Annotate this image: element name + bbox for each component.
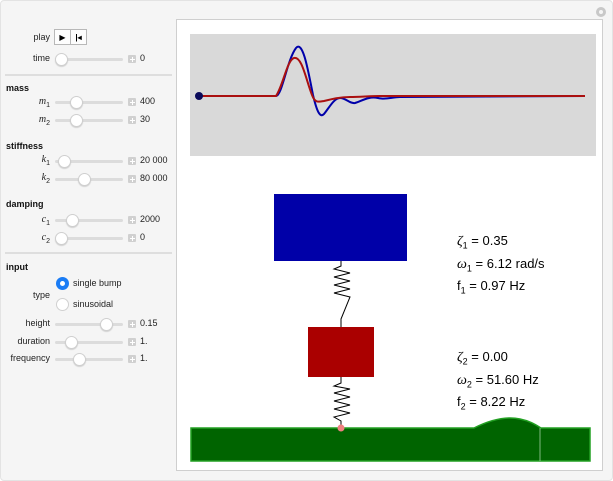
- m2-value: 30: [140, 114, 151, 124]
- reset-button[interactable]: |◂: [71, 29, 87, 45]
- k2-slider[interactable]: [55, 173, 123, 186]
- time-label: time: [32, 53, 50, 63]
- k2-slider-thumb[interactable]: [78, 173, 91, 186]
- tire-contact: [337, 424, 345, 432]
- k1-slider-thumb[interactable]: [58, 155, 71, 168]
- type-label: type: [32, 290, 50, 300]
- play-controls: ▶ |◂: [54, 29, 87, 45]
- road-surface: [190, 417, 591, 462]
- time-marker: [195, 92, 203, 100]
- f1-readout: f1 = 0.97 Hz: [457, 278, 526, 296]
- c2-slider[interactable]: [55, 232, 123, 245]
- c1-value: 2000: [140, 214, 161, 224]
- height-label: height: [25, 318, 50, 328]
- m1-expand-icon[interactable]: [128, 98, 136, 106]
- zeta2-readout: ζ2 = 0.00: [457, 349, 508, 367]
- play-button[interactable]: ▶: [54, 29, 71, 45]
- spring2: [332, 377, 351, 427]
- omega1-readout: ω1 = 6.12 rad/s: [457, 255, 545, 274]
- m2-slider[interactable]: [55, 114, 123, 127]
- radio-sinusoidal-label[interactable]: sinusoidal: [73, 299, 114, 309]
- time-slider[interactable]: [55, 53, 123, 66]
- k2-value: 80 000: [140, 173, 168, 183]
- time-value: 0: [140, 53, 146, 63]
- k1-expand-icon[interactable]: [128, 157, 136, 165]
- mode1-info: ζ1 = 0.35 ω1 = 6.12 rad/s f1 = 0.97 Hz: [457, 232, 545, 300]
- height-slider[interactable]: [55, 318, 123, 331]
- frequency-label: frequency: [10, 353, 50, 363]
- k1-label: k1: [41, 154, 50, 167]
- radio-sinusoidal[interactable]: [56, 298, 69, 311]
- height-expand-icon[interactable]: [128, 320, 136, 328]
- divider: [5, 74, 172, 76]
- c2-slider-thumb[interactable]: [55, 232, 68, 245]
- play-label: play: [33, 32, 50, 42]
- omega2-readout: ω2 = 51.60 Hz: [457, 371, 539, 390]
- mass1-block: [274, 194, 407, 261]
- time-expand-icon[interactable]: [128, 55, 136, 63]
- trace-mass2: [200, 57, 585, 103]
- k1-value: 20 000: [140, 155, 168, 165]
- c1-label: c1: [41, 214, 50, 227]
- play-icon: ▶: [59, 32, 66, 42]
- m1-slider-thumb[interactable]: [70, 96, 83, 109]
- m2-label: m2: [38, 114, 50, 127]
- frequency-value: 1.: [140, 353, 148, 363]
- trace-mass1: [200, 45, 586, 117]
- m2-expand-icon[interactable]: [128, 116, 136, 124]
- mass-heading: mass: [6, 83, 30, 93]
- m2-slider-thumb[interactable]: [70, 114, 83, 127]
- duration-label: duration: [17, 336, 50, 346]
- step-back-icon: |◂: [75, 32, 82, 42]
- k2-label: k2: [41, 172, 50, 185]
- mass2-block: [308, 327, 374, 377]
- stiffness-heading: stiffness: [6, 141, 44, 151]
- zeta1-readout: ζ1 = 0.35: [457, 233, 508, 251]
- c1-slider-thumb[interactable]: [66, 214, 79, 227]
- height-value: 0.15: [140, 318, 158, 328]
- divider: [5, 252, 172, 254]
- c1-expand-icon[interactable]: [128, 216, 136, 224]
- m1-value: 400: [140, 96, 156, 106]
- control-panel: play ▶ |◂ time 0 mass m1 400 m2 30 stiff…: [0, 0, 176, 481]
- k1-slider[interactable]: [55, 155, 123, 168]
- height-slider-thumb[interactable]: [100, 318, 113, 331]
- c2-label: c2: [41, 232, 50, 245]
- duration-value: 1.: [140, 336, 148, 346]
- c2-expand-icon[interactable]: [128, 234, 136, 242]
- frequency-slider[interactable]: [55, 353, 123, 366]
- damping-heading: damping: [6, 199, 44, 209]
- duration-slider-thumb[interactable]: [65, 336, 78, 349]
- duration-expand-icon[interactable]: [128, 338, 136, 346]
- m1-slider[interactable]: [55, 96, 123, 109]
- duration-slider[interactable]: [55, 336, 123, 349]
- k2-expand-icon[interactable]: [128, 175, 136, 183]
- time-slider-thumb[interactable]: [55, 53, 68, 66]
- options-menu-icon[interactable]: [596, 7, 606, 17]
- spring1: [332, 261, 351, 327]
- radio-single-bump-label[interactable]: single bump: [73, 278, 122, 288]
- mode2-info: ζ2 = 0.00 ω2 = 51.60 Hz f2 = 8.22 Hz: [457, 348, 539, 416]
- input-heading: input: [6, 262, 28, 272]
- c2-value: 0: [140, 232, 146, 242]
- frequency-slider-thumb[interactable]: [73, 353, 86, 366]
- frequency-expand-icon[interactable]: [128, 355, 136, 363]
- radio-single-bump[interactable]: [56, 277, 69, 290]
- m1-label: m1: [38, 96, 50, 109]
- c1-slider[interactable]: [55, 214, 123, 227]
- f2-readout: f2 = 8.22 Hz: [457, 394, 526, 412]
